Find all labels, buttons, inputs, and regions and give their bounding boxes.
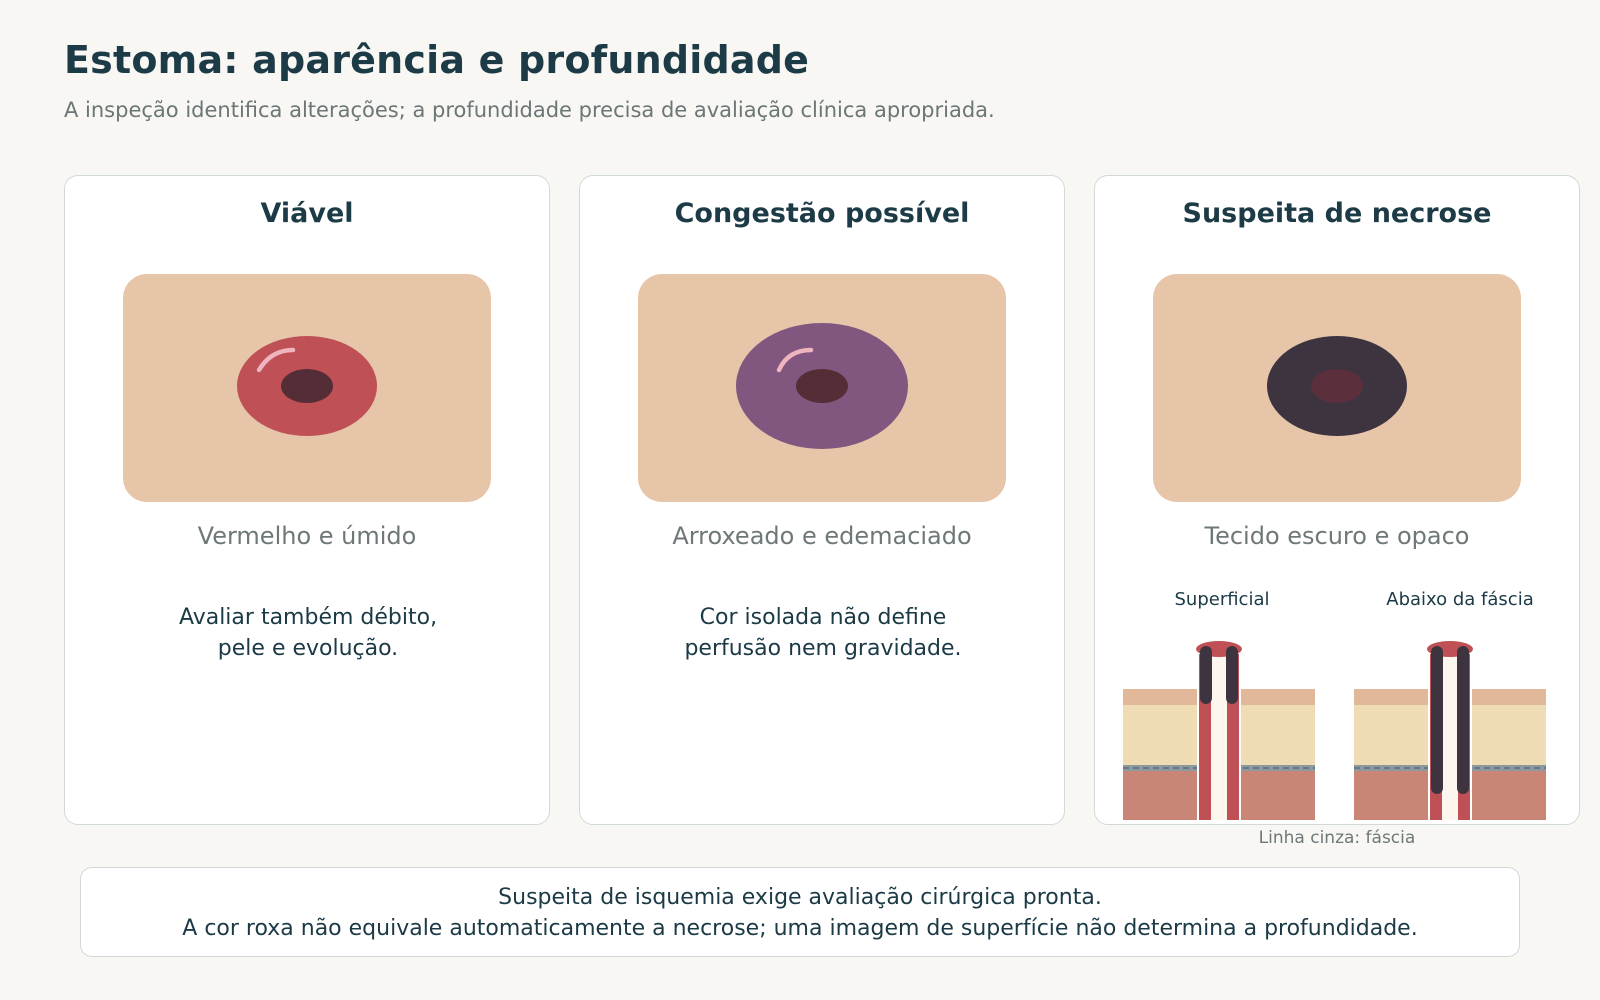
below-fascia-cross-section: [1354, 641, 1546, 820]
card-title: Congestão possível: [674, 198, 970, 229]
bowel-lumen: [1442, 654, 1458, 820]
card-title: Viável: [260, 198, 354, 229]
superficial-cross-section: [1123, 641, 1315, 820]
appearance-label: Arroxeado e edemaciado: [672, 522, 972, 550]
below-fascia-label: Abaixo da fáscia: [1386, 589, 1534, 610]
page-title: Estoma: aparência e profundidade: [64, 38, 810, 82]
warning-line-1: Suspeita de isquemia exige avaliação cir…: [498, 885, 1102, 910]
moist-highlight: [256, 347, 296, 373]
moist-highlight: [776, 347, 814, 373]
stoma-lumen: [281, 369, 333, 403]
skin-illustration: [123, 274, 491, 502]
necrotic-stoma-icon: [1267, 336, 1407, 436]
stoma-lumen: [796, 369, 848, 403]
card-note: Cor isolada não define perfusão nem grav…: [684, 605, 962, 661]
card-necrosis: Suspeita de necrose Tecido escuro e opac…: [1094, 175, 1580, 825]
bowel-lumen: [1211, 654, 1227, 820]
stoma-lumen: [1311, 369, 1363, 403]
card-title: Suspeita de necrose: [1182, 198, 1492, 229]
card-congestion: Congestão possível Arroxeado e edemaciad…: [579, 175, 1065, 825]
viable-stoma-icon: [237, 336, 377, 436]
skin-illustration: [1153, 274, 1521, 502]
depth-cross-section-diagram: [1123, 641, 1546, 820]
congested-stoma-icon: [736, 323, 908, 449]
warning-box: Suspeita de isquemia exige avaliação cir…: [80, 867, 1520, 957]
card-viable: Viável Vermelho e úmido Avaliar também d…: [64, 175, 550, 825]
fascia-caption: Linha cinza: fáscia: [1258, 828, 1416, 848]
warning-line-2: A cor roxa não equivale automaticamente …: [182, 916, 1418, 941]
card-note: Avaliar também débito, pele e evolução.: [178, 605, 438, 661]
appearance-label: Vermelho e úmido: [197, 522, 417, 550]
appearance-label: Tecido escuro e opaco: [1204, 522, 1470, 550]
page-subtitle: A inspeção identifica alterações; a prof…: [64, 98, 995, 122]
skin-illustration: [638, 274, 1006, 502]
superficial-label: Superficial: [1174, 589, 1270, 610]
